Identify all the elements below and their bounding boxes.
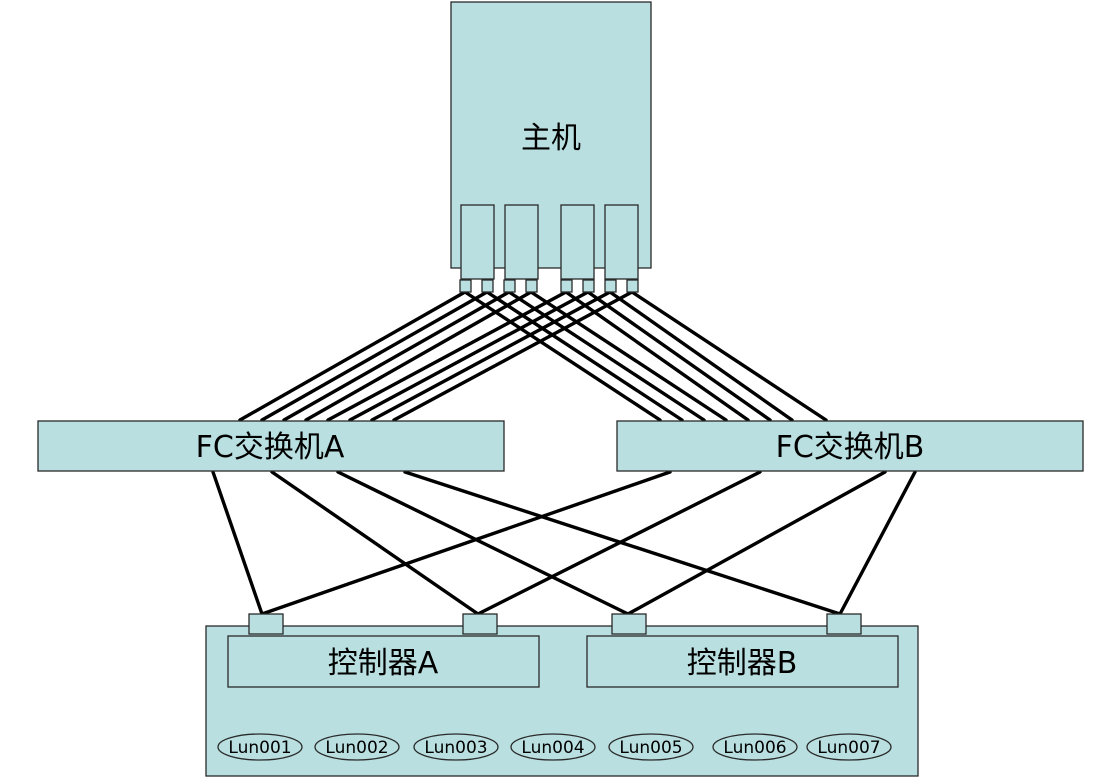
link-switch-b-port1	[260, 470, 672, 616]
lun-6-label: Lun006	[723, 738, 786, 758]
lun-7-ellipse	[806, 733, 892, 761]
link-host-switch-a	[260, 290, 489, 422]
hba-port	[481, 279, 494, 293]
controller-a-box	[227, 635, 540, 688]
switch-storage-links	[211, 470, 917, 616]
lun-4-label: Lun004	[521, 738, 584, 758]
lun-7-label: Lun007	[817, 738, 880, 758]
switch-a-box	[37, 420, 505, 472]
lun-3-label: Lun003	[424, 738, 487, 758]
hba-port	[604, 279, 617, 293]
link-host-switch-b	[463, 290, 662, 422]
hba-card-3	[560, 204, 595, 280]
storage-port-3	[611, 613, 647, 635]
switch-a-label: FC交换机A	[196, 430, 345, 465]
switch-b-node: FC交换机B	[616, 420, 1084, 472]
lun-1-ellipse	[217, 733, 303, 761]
link-host-switch-b	[608, 290, 794, 422]
link-host-switch-a	[370, 290, 612, 422]
host-node: 主机	[450, 1, 652, 293]
switch-a-node: FC交换机A	[37, 420, 505, 472]
storage-port-4	[826, 613, 862, 635]
link-host-switch-b	[586, 290, 772, 422]
hba-port	[626, 279, 639, 293]
switch-b-label: FC交换机B	[776, 430, 925, 465]
hba-card-4	[604, 204, 639, 280]
link-host-switch-a	[392, 290, 634, 422]
host-switch-links	[238, 290, 828, 422]
link-host-switch-a	[348, 290, 590, 422]
lun-6-ellipse	[712, 733, 798, 761]
link-host-switch-b	[529, 290, 728, 422]
hba-card-1	[460, 204, 495, 280]
controller-b-label: 控制器B	[687, 646, 798, 681]
link-host-switch-a	[238, 290, 467, 422]
switch-b-box	[616, 420, 1084, 472]
link-host-switch-b	[507, 290, 706, 422]
lun-2-label: Lun002	[325, 738, 388, 758]
link-host-switch-b	[485, 290, 684, 422]
link-host-switch-b	[564, 290, 750, 422]
hba-port	[459, 279, 472, 293]
hba-port	[582, 279, 595, 293]
link-switch-a-port3	[336, 470, 630, 616]
lun-3-ellipse	[413, 733, 499, 761]
hba-port	[503, 279, 516, 293]
link-switch-b-port3	[626, 470, 887, 616]
controller-a-label: 控制器A	[328, 646, 439, 681]
link-host-switch-b	[630, 290, 828, 422]
lun-1-label: Lun001	[228, 738, 291, 758]
lun-5-ellipse	[608, 733, 694, 761]
hba-port	[560, 279, 573, 293]
hba-port	[525, 279, 538, 293]
link-switch-a-port2	[270, 470, 480, 616]
link-switch-b-port4	[838, 470, 917, 616]
storage-port-1	[248, 613, 284, 635]
hba-card-2	[504, 204, 539, 280]
lun-5-label: Lun005	[619, 738, 682, 758]
storage-array-node: 控制器A 控制器B Lun001 Lun002 Lun003 Lun004 Lu…	[205, 613, 919, 777]
host-label: 主机	[521, 121, 581, 156]
link-switch-a-port1	[211, 470, 264, 616]
link-host-switch-a	[304, 290, 533, 422]
lun-2-ellipse	[314, 733, 400, 761]
link-host-switch-a	[282, 290, 511, 422]
storage-port-2	[462, 613, 498, 635]
controller-b-box	[586, 635, 899, 688]
link-host-switch-a	[326, 290, 568, 422]
link-switch-b-port2	[476, 470, 762, 616]
lun-4-ellipse	[510, 733, 596, 761]
